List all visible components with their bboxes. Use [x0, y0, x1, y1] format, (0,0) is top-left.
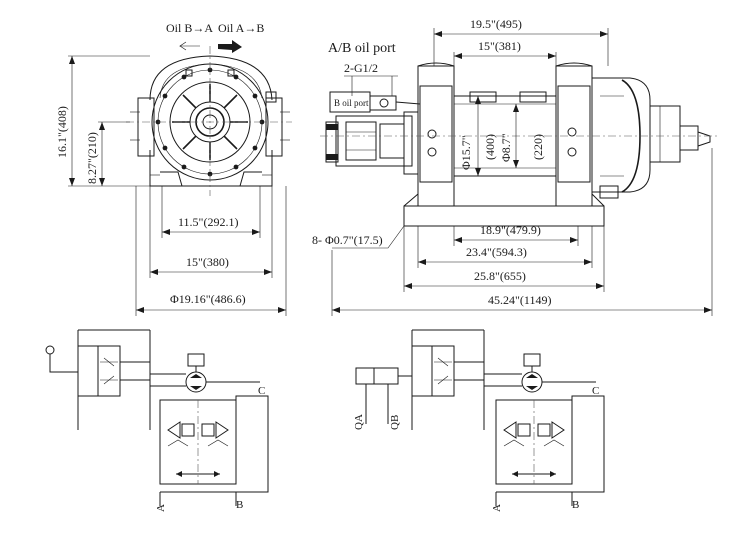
brake-housing: [649, 105, 681, 163]
front-flange-right: [265, 97, 283, 157]
dim-mount-holes: 8- Φ0.7"(17.5): [312, 233, 383, 247]
hydraulic-schematic-right: QA QB C A B: [353, 329, 605, 512]
port-qa: QA: [353, 414, 365, 430]
port-qb: QB: [389, 415, 401, 430]
dim-flange-dia: Φ15.7": [459, 135, 473, 170]
dim-bolt-spacing: 11.5"(292.1): [178, 215, 238, 229]
motor-body: [335, 115, 413, 167]
port-b-left: B: [236, 499, 243, 511]
dim-drum-dia: Φ8.7": [499, 133, 513, 162]
dim-top-inner: 15"(381): [478, 39, 521, 53]
rotation-right-label: Oil A→B: [218, 21, 264, 35]
rotation-left-arrow: [179, 41, 200, 51]
dim-flange-mm: (400): [483, 134, 497, 160]
control-valve-left: [77, 345, 99, 397]
dim-d2: 23.4"(594.3): [466, 245, 527, 259]
dim-height-total: 16.1"(408): [55, 106, 69, 158]
front-view: Oil B→A Oil A→B: [55, 21, 292, 316]
gearbox: [591, 77, 651, 193]
port-a-right: A: [491, 504, 503, 512]
dim-height-center: 8.27"(210): [85, 132, 99, 184]
dim-top-outer: 19.5"(495): [470, 17, 522, 31]
rotation-left-label: Oil B→A: [166, 21, 213, 35]
control-valve-right: [411, 345, 433, 397]
b-oil-port-label: B oil port: [334, 98, 369, 108]
dim-d3: 25.8"(655): [474, 269, 526, 283]
dim-overall-length: 45.24"(1149): [488, 293, 551, 307]
port-b-right: B: [572, 499, 579, 511]
front-flange-left: [137, 97, 155, 157]
dim-overall-width: Φ19.16"(486.6): [170, 292, 246, 306]
front-base: [149, 150, 273, 187]
port-a-left: A: [155, 504, 167, 512]
hydraulic-schematic-left: C A B: [45, 329, 269, 512]
dim-base-width: 15"(380): [186, 255, 229, 269]
dim-drum-mm: (220): [531, 134, 545, 160]
solenoid-block: [355, 367, 399, 385]
port-c-left: C: [258, 385, 265, 397]
oil-port-thread: 2-G1/2: [344, 61, 378, 75]
rotation-right-arrow: [218, 40, 242, 53]
side-view: A/B oil port 2-G1/2 B oil port: [312, 17, 718, 316]
port-c-right: C: [592, 385, 599, 397]
dim-d1: 18.9"(479.9): [480, 223, 541, 237]
motor-dome: [149, 55, 273, 101]
output-shaft: [679, 125, 699, 151]
oil-port-title: A/B oil port: [328, 41, 396, 56]
